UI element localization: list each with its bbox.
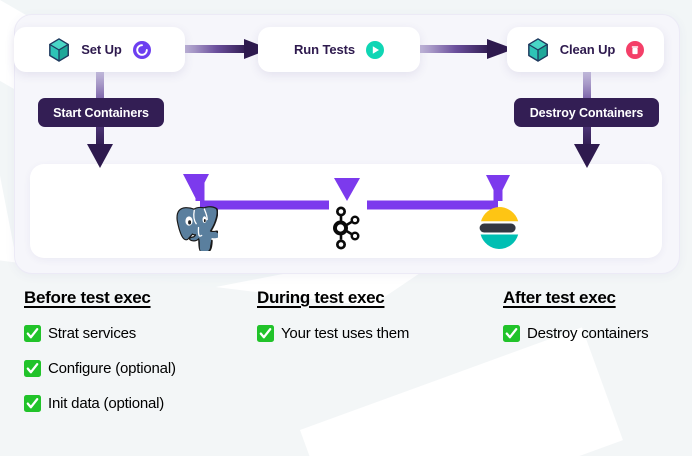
- checklist-item: Destroy containers: [503, 325, 688, 342]
- checklist-item-label: Strat services: [48, 325, 137, 342]
- checklist-item-label: Configure (optional): [48, 360, 176, 377]
- flow-step-runtests[interactable]: Run Tests: [258, 27, 420, 72]
- checklist-title: Before test exec: [24, 288, 151, 307]
- checklist-column-before: Before test exec Strat services Configur…: [24, 288, 254, 430]
- apache-kafka-logo: [333, 206, 360, 250]
- trash-icon: [626, 40, 645, 59]
- checklist-column-during: During test exec Your test uses them: [257, 288, 497, 360]
- flow-step-label: Run Tests: [294, 42, 355, 57]
- flow-step-cleanup[interactable]: Clean Up: [507, 27, 664, 72]
- checklist-title: After test exec: [503, 288, 616, 307]
- elasticsearch-logo: [479, 206, 519, 249]
- cube-icon: [49, 37, 70, 62]
- checklist-column-after: After test exec Destroy containers: [503, 288, 688, 360]
- badge-destroy-containers: Destroy Containers: [514, 98, 659, 127]
- checklist-item: Strat services: [24, 325, 254, 342]
- check-icon: [503, 325, 520, 342]
- flow-step-label: Set Up: [81, 42, 122, 57]
- checklist-item: Configure (optional): [24, 360, 254, 377]
- checklist-item-label: Init data (optional): [48, 395, 165, 412]
- loading-spinner-icon: [132, 40, 151, 59]
- cube-icon: [527, 37, 548, 62]
- check-icon: [24, 395, 41, 412]
- checklist-item: Your test uses them: [257, 325, 497, 342]
- flow-step-label: Clean Up: [559, 42, 616, 57]
- badge-start-containers: Start Containers: [38, 98, 164, 127]
- postgresql-logo: [176, 206, 218, 251]
- play-icon: [365, 40, 384, 59]
- flow-step-setup[interactable]: Set Up: [14, 27, 185, 72]
- check-icon: [257, 325, 274, 342]
- checklist-item-label: Your test uses them: [281, 325, 410, 342]
- checklist-item-label: Destroy containers: [527, 325, 649, 342]
- arrow-right-icon-setup-to-runtests: [178, 39, 270, 59]
- checklist-title: During test exec: [257, 288, 385, 307]
- checklist-item: Init data (optional): [24, 395, 254, 412]
- check-icon: [24, 325, 41, 342]
- arrow-right-icon-runtests-to-cleanup: [413, 39, 514, 59]
- arrow-head-postgres: [183, 174, 209, 199]
- check-icon: [24, 360, 41, 377]
